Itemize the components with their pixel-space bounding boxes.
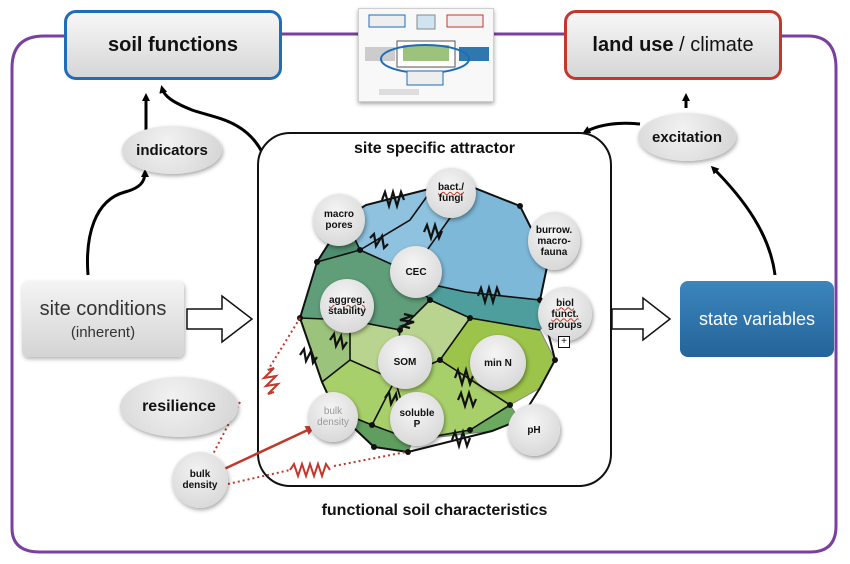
purple-frame bbox=[10, 34, 838, 554]
site-conditions-to-indicators-arrow bbox=[86, 169, 149, 276]
node-ph: pH bbox=[508, 404, 560, 456]
climate-label: / climate bbox=[673, 33, 754, 56]
resilience-label: resilience bbox=[142, 398, 216, 415]
node-soluble-line1: soluble bbox=[399, 408, 435, 419]
node-macro-pores-line2: pores bbox=[325, 220, 353, 231]
node-bulk-density-inner: bulk density bbox=[308, 392, 358, 442]
soil-functions-label: soil functions bbox=[108, 33, 238, 56]
node-macro-pores: macro pores bbox=[313, 194, 365, 246]
node-som: SOM bbox=[378, 335, 432, 389]
node-cec: CEC bbox=[390, 246, 442, 298]
expand-icon[interactable]: + bbox=[558, 336, 570, 348]
hollow-arrow-left bbox=[186, 294, 254, 344]
indicators-bubble: indicators bbox=[122, 126, 222, 174]
node-aggreg-line2: stability bbox=[328, 306, 366, 317]
state-variables-to-excitation-arrow bbox=[710, 165, 777, 276]
red-dotted-line-4 bbox=[333, 451, 407, 467]
soil-functions-box: soil functions bbox=[64, 10, 282, 80]
node-bulk-inner-line1: bulk bbox=[323, 406, 343, 417]
red-dotted-line-3 bbox=[227, 469, 291, 485]
node-min-n: min N bbox=[470, 335, 526, 391]
resilience-bubble: resilience bbox=[120, 377, 238, 437]
node-cec-label: CEC bbox=[405, 266, 427, 278]
node-burrow-macrofauna: burrow. macro- fauna bbox=[528, 212, 580, 270]
node-biol-line3: groups bbox=[548, 319, 582, 331]
attractor-to-soil-functions-arrow bbox=[159, 85, 264, 153]
attractor-title: site specific attractor bbox=[354, 140, 515, 157]
thumbnail-graphic bbox=[365, 14, 489, 95]
land-use-climate-box: land use / climate bbox=[564, 10, 782, 80]
bulk-density-outer-line1: bulk bbox=[189, 469, 211, 480]
state-variables-box: state variables bbox=[680, 281, 834, 357]
node-burrow-line2: macro- bbox=[537, 235, 571, 247]
node-bulk-inner-line2: density bbox=[317, 417, 349, 428]
node-aggreg-stability: aggreg. stability bbox=[320, 279, 374, 333]
bulk-density-outer-line2: density bbox=[182, 480, 218, 491]
node-ph-label: pH bbox=[527, 424, 541, 436]
red-arrow-to-bulk-density bbox=[221, 426, 316, 472]
state-variables-box-bg bbox=[680, 281, 834, 357]
site-conditions-box: site conditions (inherent) bbox=[22, 281, 184, 357]
excitation-bubble: excitation bbox=[638, 113, 736, 161]
hollow-arrow-right bbox=[611, 296, 672, 342]
attractor-caption: functional soil characteristics bbox=[321, 502, 548, 519]
site-conditions-label: site conditions bbox=[39, 297, 167, 320]
red-spring-2 bbox=[289, 460, 331, 480]
excitation-to-attractor-arrow bbox=[582, 121, 641, 134]
node-burrow-line1: burrow. bbox=[535, 224, 573, 236]
indicators-label: indicators bbox=[136, 141, 208, 159]
node-aggreg-line1: aggreg. bbox=[328, 295, 366, 306]
bulk-density-outer-bubble: bulk density bbox=[172, 452, 228, 508]
node-bact-fungi-line2: fungi bbox=[438, 193, 464, 204]
node-bact-fungi-line1: bact./ bbox=[437, 182, 465, 193]
state-variables-label: state variables bbox=[698, 308, 816, 329]
site-conditions-sublabel: (inherent) bbox=[70, 323, 136, 341]
node-bact-fungi: bact./ fungi bbox=[426, 168, 476, 218]
red-dotted-line-1 bbox=[267, 317, 301, 371]
node-min-n-label: min N bbox=[484, 357, 512, 369]
node-biol-funct-groups: biol funct. groups bbox=[538, 287, 592, 341]
springs bbox=[299, 187, 502, 451]
node-macro-pores-line1: macro bbox=[323, 209, 354, 220]
node-som-label: SOM bbox=[393, 356, 417, 368]
excitation-label: excitation bbox=[651, 128, 723, 146]
node-burrow-line3: fauna bbox=[540, 246, 568, 258]
thumbnail-image bbox=[358, 8, 494, 102]
node-soluble-p: soluble P bbox=[390, 392, 444, 446]
node-soluble-line2: P bbox=[413, 419, 421, 430]
land-use-label: land use bbox=[592, 33, 674, 56]
node-biol-line2: funct. bbox=[551, 308, 579, 320]
node-biol-line1: biol bbox=[556, 297, 574, 309]
red-spring-1 bbox=[261, 367, 281, 395]
